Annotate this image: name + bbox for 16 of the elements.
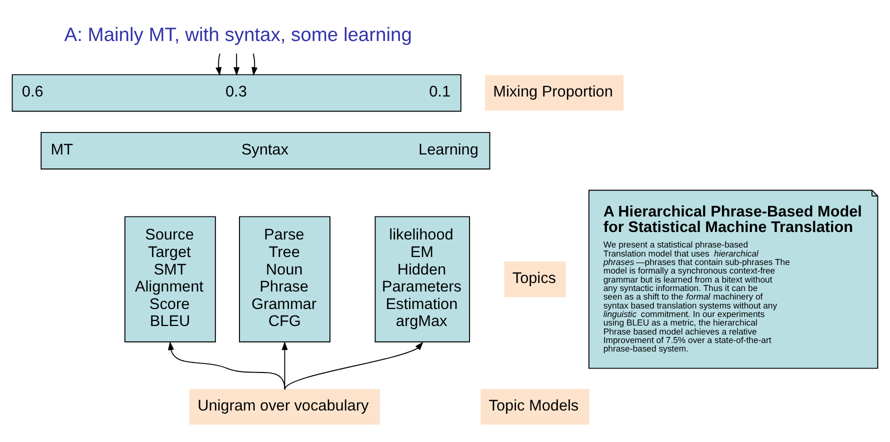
arrow bbox=[252, 52, 258, 76]
node-box: Parse Tree Noun Phrase Grammar CFG bbox=[238, 216, 330, 342]
arrow bbox=[216, 52, 222, 76]
node-box: likelihood EM Hidden Parameters Estimation argMax bbox=[374, 216, 470, 342]
node-box: Topics bbox=[504, 260, 566, 297]
arrow bbox=[168, 340, 286, 390]
node-box: Mixing Proportion bbox=[484, 74, 624, 110]
arrow bbox=[284, 341, 424, 390]
node-box: MT Syntax Learning bbox=[40, 131, 490, 170]
node-box: Unigram over vocabulary bbox=[189, 388, 380, 424]
arrow bbox=[282, 340, 288, 390]
node-text: A: Mainly MT, with syntax, some learning bbox=[64, 24, 412, 46]
node-box: Source Target SMT Alignment Score BLEU bbox=[124, 216, 216, 342]
node-box: 0.6 0.3 0.1 bbox=[12, 74, 462, 112]
node-box: Topic Models bbox=[480, 388, 590, 424]
arrow bbox=[234, 52, 240, 76]
